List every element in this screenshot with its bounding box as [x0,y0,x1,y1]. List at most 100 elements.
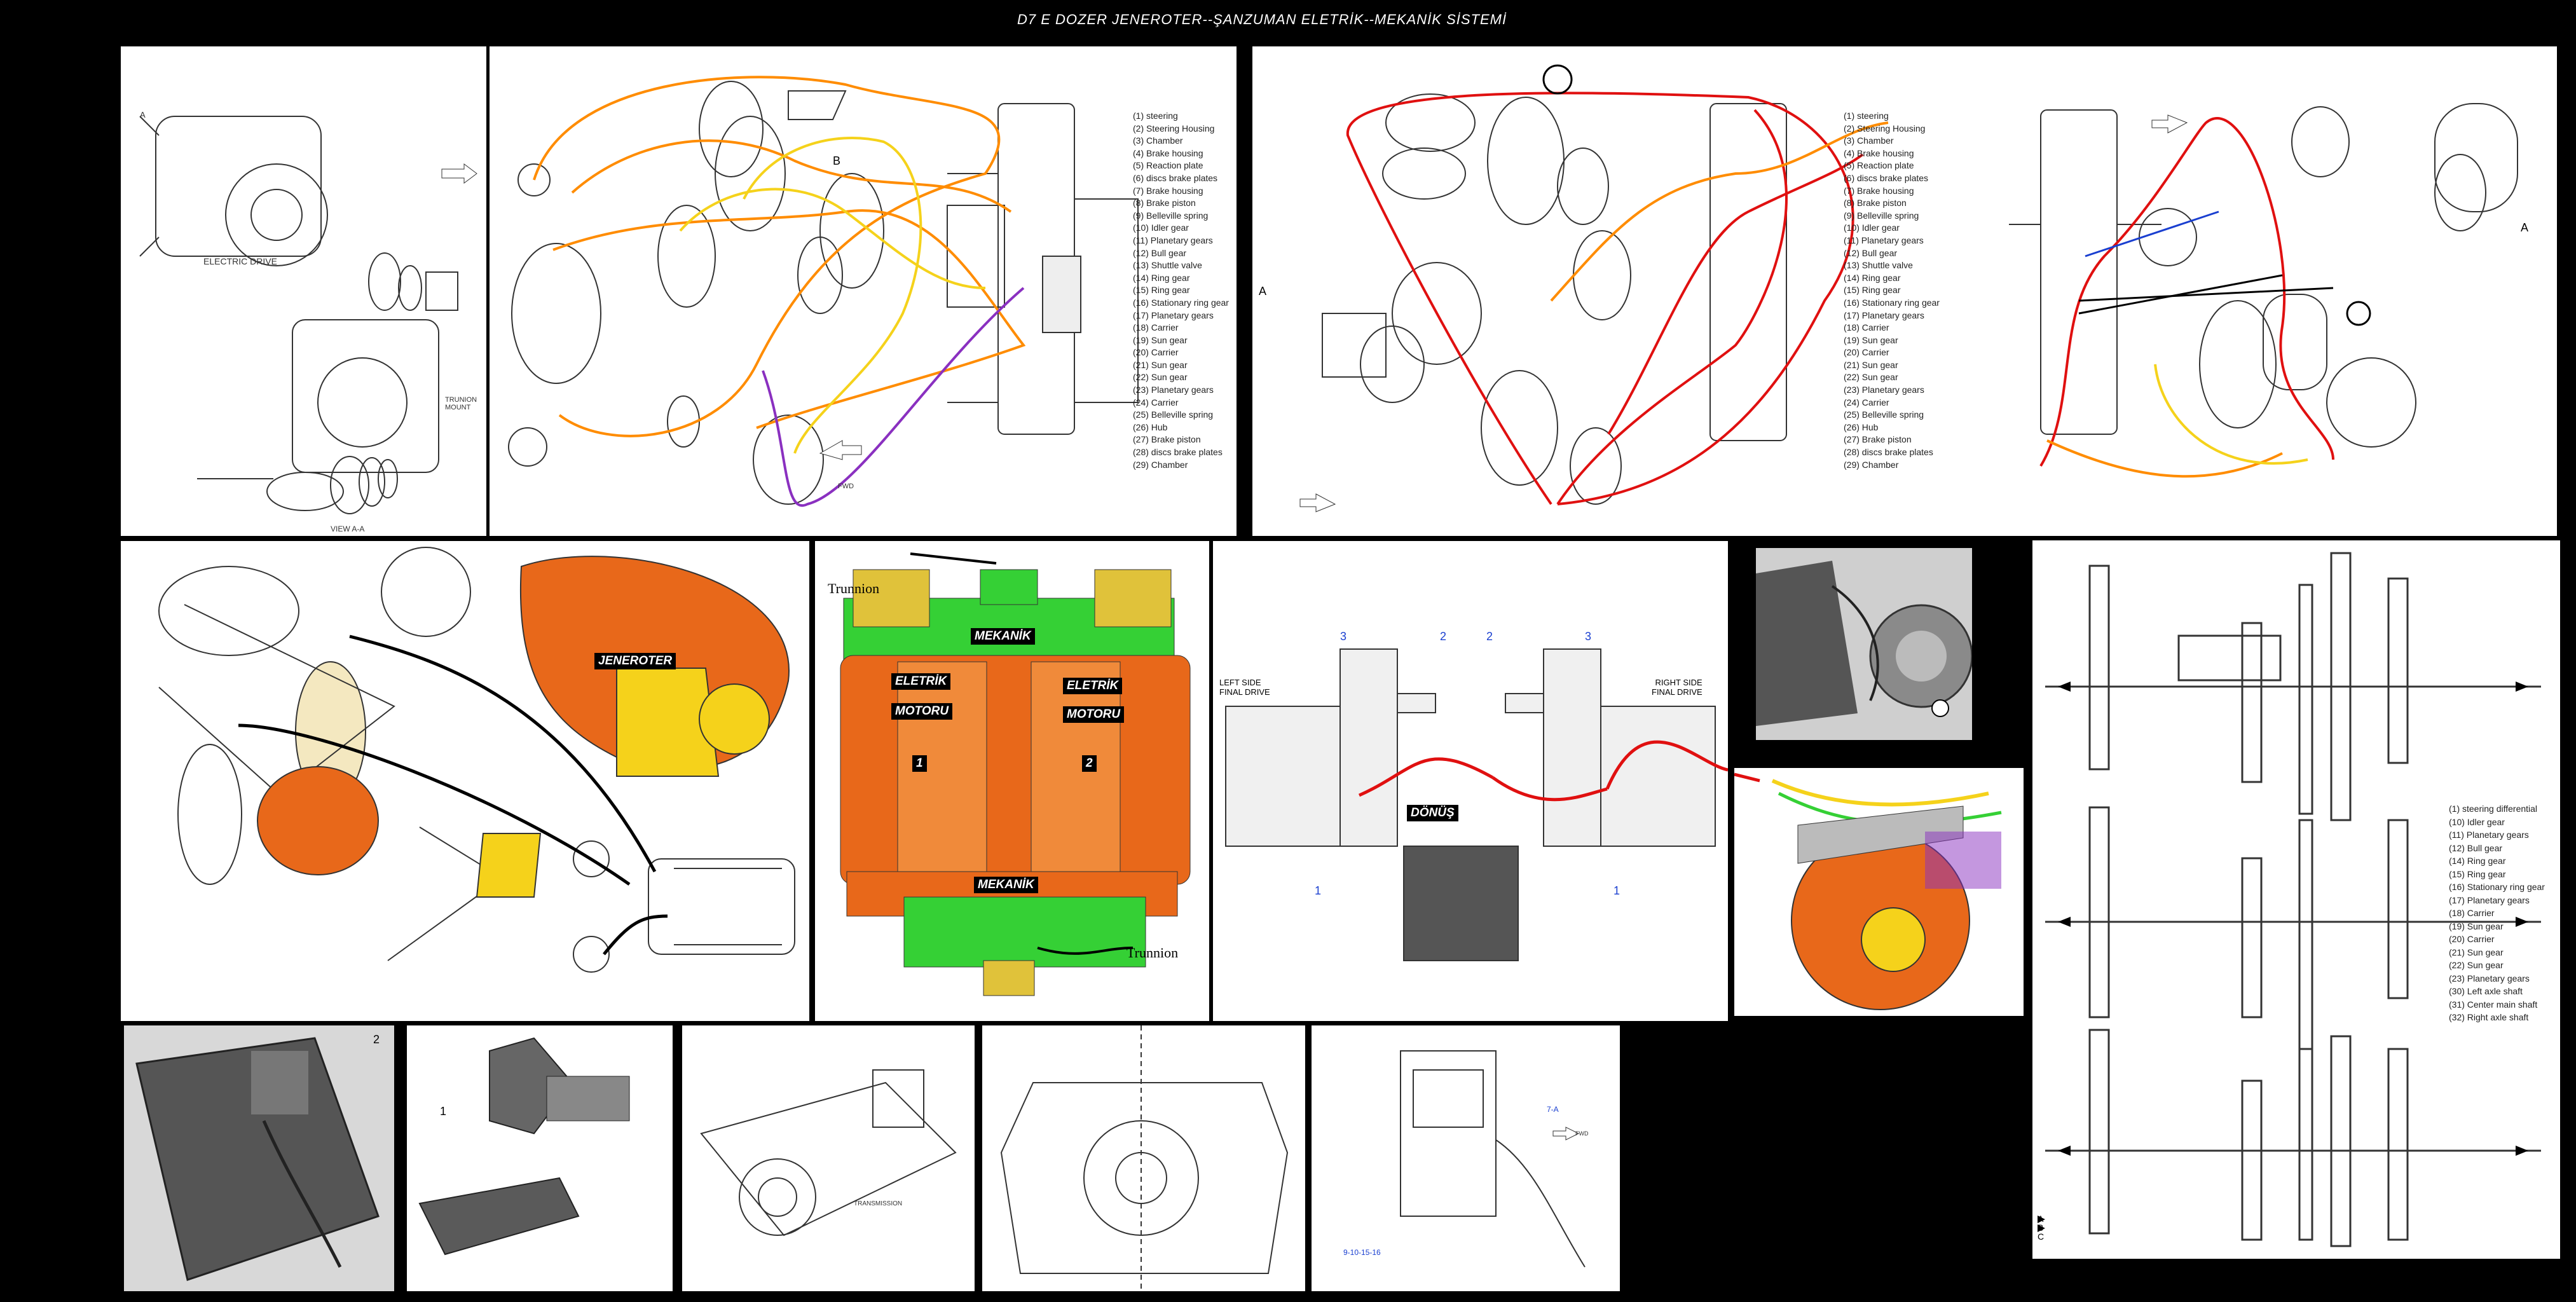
legend-item: (12) Bull gear [1133,247,1187,258]
legend-item: (18) Carrier [1844,322,1889,333]
legend-item: (16) Stationary ring gear [1844,297,1940,308]
legend-item: (15) Ring gear [2449,868,2506,879]
legend-item: (24) Carrier [1133,397,1179,408]
legend-item: (29) Chamber [1844,459,1899,470]
legend-item: (3) Chamber [1133,135,1183,146]
legend-item: (2) Steering Housing [1133,123,1215,134]
view-label: VIEW A-A [331,524,365,533]
page-title: D7 E DOZER JENEROTER--ŞANZUMAN ELETRİK--… [1017,11,1507,27]
legend-item: (15) Ring gear [1133,285,1190,296]
legend-item: (23) Planetary gears [1133,385,1214,395]
legend-item: (18) Carrier [1133,322,1179,333]
legend-item: (14) Ring gear [1844,272,1901,283]
legend-item: (6) discs brake plates [1133,172,1218,183]
callout-3-left: 3 [1340,630,1347,643]
fwd-label: FWD [838,483,854,490]
legend-item: (19) Sun gear [1844,334,1898,345]
mekanik-top-label: MEKANİK [971,628,1035,645]
legend-item: (16) Stationary ring gear [1133,297,1229,308]
panel-motor-photo [1756,548,1972,740]
left-final-drive-label: LEFT SIDE FINAL DRIVE [1219,678,1270,697]
panel-differential-schematic: (1) steering differential(10) Idler gear… [2032,540,2560,1259]
legend-item: (1) steering [1133,111,1178,121]
legend-item: (24) Carrier [1844,397,1889,408]
legend-item: (5) Reaction plate [1133,160,1203,171]
legend-item: (11) Planetary gears [2449,830,2529,840]
legend-item: (25) Belleville spring [1133,409,1214,420]
legend-item: (30) Left axle shaft [2449,986,2523,996]
legend-item: (10) Idler gear [1133,223,1189,233]
legend-item: (5) Reaction plate [1844,160,1914,171]
legend-item: (8) Brake piston [1133,198,1196,209]
legend-item: (28) discs brake plates [1844,447,1933,458]
legend-item: (20) Carrier [2449,934,2495,944]
a-marker-label-left: A [1259,285,1267,298]
legend-item: (7) Brake housing [1133,185,1203,196]
motor-number-1: 1 [912,755,927,772]
legend-item: (26) Hub [1133,421,1168,432]
component-legend-left: (1) steering (2) Steering Housing(3) Cham… [1133,110,1229,471]
donus-label: DÖNÜŞ [1407,805,1458,821]
legend-item: (22) Sun gear [2449,960,2504,970]
legend-item: (4) Brake housing [1844,147,1914,158]
legend-item: (15) Ring gear [1844,285,1901,296]
trunnion-bottom-label: Trunnion [1127,945,1179,961]
flow-legend-item: B [2038,1223,2044,1233]
callout-7a: 7-A [1547,1105,1559,1114]
legend-item: (19) Sun gear [2449,921,2504,931]
legend-item: (13) Shuttle valve [1844,260,1913,271]
legend-item: (10) Idler gear [1844,223,1900,233]
legend-item: (9) Belleville spring [1133,210,1209,221]
panel-motor-closeup [1734,768,2024,1016]
legend-item: (27) Brake piston [1133,434,1201,445]
panel-bottom-housing [982,1025,1305,1291]
motor-number-2: 2 [1082,755,1097,772]
legend-item: (23) Planetary gears [1844,385,1924,395]
legend-item: (17) Planetary gears [1844,310,1924,320]
legend-item: (26) Hub [1844,421,1879,432]
legend-item: (11) Planetary gears [1133,235,1213,245]
legend-item: (32) Right axle shaft [2449,1012,2529,1022]
fwd-label-bottom: FWD [1575,1130,1589,1137]
legend-item: (23) Planetary gears [2449,973,2530,983]
right-final-drive-label: RIGHT SIDE FINAL DRIVE [1652,678,1702,697]
legend-item: (7) Brake housing [1844,185,1914,196]
panel-bottom-transmission: TRANSMISSION [682,1025,975,1291]
legend-item: (13) Shuttle valve [1133,260,1202,271]
legend-item: (20) Carrier [1133,347,1179,358]
callout-2: 2 [373,1033,380,1046]
legend-item: (22) Sun gear [1844,372,1898,383]
legend-item: (6) discs brake plates [1844,172,1929,183]
legend-item: (29) Chamber [1133,459,1188,470]
legend-item: (21) Sun gear [1844,359,1898,370]
legend-item: (21) Sun gear [1133,359,1188,370]
b-marker-label: B [833,154,841,167]
legend-item: (8) Brake piston [1844,198,1907,209]
legend-item: (2) Steering Housing [1844,123,1926,134]
panel-bottom-photo-2: 1 [407,1025,673,1291]
legend-item: (20) Carrier [1844,347,1889,358]
legend-item: (14) Ring gear [1133,272,1190,283]
callout-1: 1 [440,1105,447,1118]
panel-bottom-controller: FWD 7-A 9-10-15-16 [1312,1025,1620,1291]
flow-legend-item: C [2038,1231,2045,1242]
flow-legend-item: A [2038,1214,2044,1224]
legend-item: (12) Bull gear [2449,842,2503,853]
electric-drive-label: ELECTRIC DRIVE [203,256,277,266]
legend-item: (27) Brake piston [1844,434,1912,445]
trunnion-top-label: Trunnion [828,580,880,596]
legend-item: (18) Carrier [2449,908,2495,918]
legend-item: (1) steering differential [2449,804,2538,814]
legend-item: (28) discs brake plates [1133,447,1223,458]
legend-item: (25) Belleville spring [1844,409,1924,420]
legend-item: (12) Bull gear [1844,247,1898,258]
legend-item: (17) Planetary gears [2449,894,2530,905]
callout-2-left: 2 [1440,630,1447,643]
legend-item: (11) Planetary gears [1844,235,1924,245]
motor-right-label-1: ELETRİK [1063,678,1123,694]
callout-1-right: 1 [1613,884,1620,897]
legend-item: (21) Sun gear [2449,947,2504,957]
trunion-mount-label: TRUNION MOUNT [445,396,477,411]
legend-item: (9) Belleville spring [1844,210,1919,221]
panel-exploded-right: (1) steering(2) Steering Housing(3) Cham… [1252,46,2557,536]
